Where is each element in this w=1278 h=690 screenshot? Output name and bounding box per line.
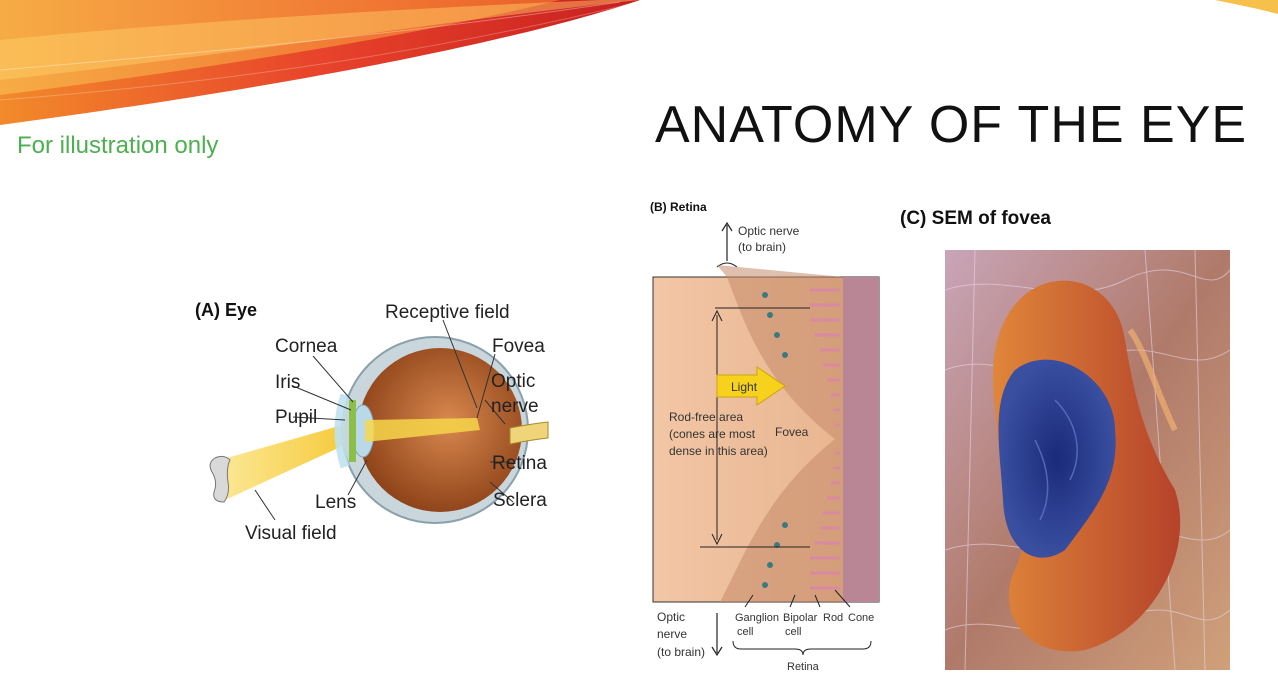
label-visual-field: Visual field	[245, 523, 337, 544]
ganglion-line1: Ganglion	[735, 612, 779, 624]
label-fovea: Fovea	[492, 336, 545, 357]
sem-fovea-image	[945, 250, 1230, 670]
sem-heading: (C) SEM of fovea	[900, 208, 1051, 230]
bipolar-line1: Bipolar	[783, 612, 818, 624]
sem-panel: (C) SEM of fovea	[900, 208, 1051, 230]
optic-nerve-top-arrow	[722, 223, 732, 261]
optic-nerve-bottom-arrow	[712, 613, 722, 655]
label-receptive-field: Receptive field	[385, 302, 510, 323]
optic-nerve-top-line1: Optic nerve	[738, 224, 800, 238]
retina-heading: (B) Retina	[650, 200, 707, 214]
label-lens: Lens	[315, 492, 356, 513]
slide-title: ANATOMY OF THE EYE	[655, 95, 1247, 155]
retina-bottom-label: Retina	[787, 661, 820, 673]
label-optic: Optic	[491, 371, 535, 392]
optic-nerve-top-line2: (to brain)	[738, 240, 786, 254]
optic-nerve-bottom-line3: (to brain)	[657, 645, 705, 659]
light-label: Light	[731, 380, 758, 394]
rod-label: Rod	[823, 612, 843, 624]
cone-label: Cone	[848, 612, 874, 624]
rod-free-line1: Rod-free area	[669, 410, 743, 424]
label-iris: Iris	[275, 372, 300, 393]
illustration-note: For illustration only	[17, 132, 218, 160]
eye-heading: (A) Eye	[195, 300, 257, 320]
label-cornea: Cornea	[275, 336, 338, 357]
ganglion-line2: cell	[737, 626, 754, 638]
pigment-layer	[843, 277, 879, 602]
visual-field-object	[210, 456, 230, 502]
fovea-label: Fovea	[775, 425, 809, 439]
label-sclera: Sclera	[493, 490, 547, 511]
rod-free-line3: dense in this area)	[669, 444, 768, 458]
optic-nerve-bottom-line1: Optic	[657, 610, 685, 624]
retina-diagram: (B) Retina Optic nerve (to brain) Light …	[645, 195, 885, 680]
label-retina: Retina	[492, 453, 547, 474]
bipolar-line2: cell	[785, 626, 802, 638]
retina-brace	[733, 641, 871, 655]
optic-nerve-bottom-line2: nerve	[657, 627, 687, 641]
rod-free-line2: (cones are most	[669, 427, 756, 441]
label-pupil: Pupil	[275, 407, 317, 428]
eye-diagram: (A) Eye Receptive field Cornea Fovea Iri…	[195, 290, 570, 550]
label-nerve: nerve	[491, 396, 539, 417]
